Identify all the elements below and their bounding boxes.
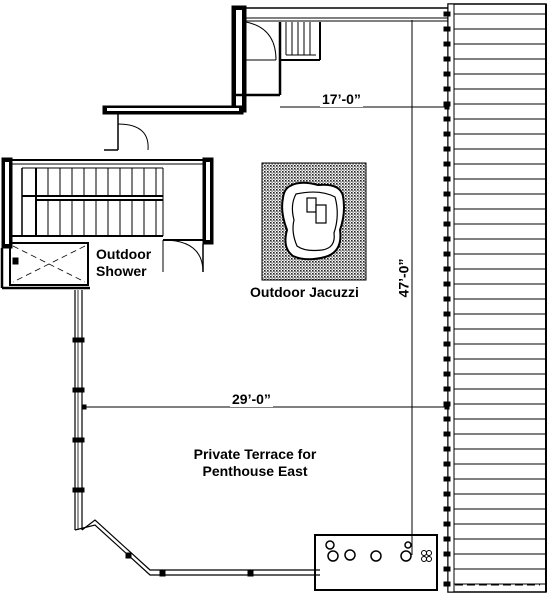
deck-post xyxy=(443,266,451,272)
right-decking xyxy=(443,3,547,593)
deck-post xyxy=(443,416,451,422)
deck-post xyxy=(443,86,451,92)
deck-post xyxy=(443,71,451,77)
dimension-label-depth: 47’-0” xyxy=(395,256,412,300)
dimension-label-top-width: 17’-0” xyxy=(320,91,363,107)
deck-post xyxy=(443,11,451,17)
deck-post xyxy=(443,296,451,302)
deck-post xyxy=(443,191,451,197)
deck-post xyxy=(443,176,451,182)
deck-post xyxy=(443,371,451,377)
deck-post xyxy=(443,56,451,62)
deck-post xyxy=(443,581,451,587)
deck-post xyxy=(443,356,451,362)
deck-post xyxy=(443,251,451,257)
deck-post xyxy=(443,26,451,32)
deck-post xyxy=(443,551,451,557)
left-stair-block xyxy=(0,157,214,290)
private-terrace-label-line2: Penthouse East xyxy=(202,463,308,479)
deck-post xyxy=(443,221,451,227)
deck-post xyxy=(443,506,451,512)
terrace-railing xyxy=(72,290,320,577)
deck-post xyxy=(443,521,451,527)
private-terrace-label-line1: Private Terrace for xyxy=(193,446,317,462)
deck-post xyxy=(443,281,451,287)
outdoor-shower-label: Outdoor Shower xyxy=(96,246,151,280)
deck-post xyxy=(443,236,451,242)
deck-post xyxy=(443,206,451,212)
outdoor-shower-label-line2: Shower xyxy=(96,263,147,279)
deck-post xyxy=(443,566,451,572)
deck-post xyxy=(443,476,451,482)
jacuzzi xyxy=(261,162,367,281)
deck-post xyxy=(443,431,451,437)
outdoor-shower-label-line1: Outdoor xyxy=(96,246,152,262)
deck-post xyxy=(443,131,451,137)
deck-post xyxy=(443,446,451,452)
dimension-lines xyxy=(81,20,450,555)
equipment-box xyxy=(314,534,438,591)
deck-post xyxy=(443,341,451,347)
deck-post xyxy=(443,161,451,167)
outdoor-jacuzzi-label: Outdoor Jacuzzi xyxy=(250,284,359,300)
deck-post xyxy=(443,311,451,317)
deck-post xyxy=(443,326,451,332)
deck-post xyxy=(443,491,451,497)
deck-post xyxy=(443,41,451,47)
deck-post xyxy=(443,146,451,152)
dimension-label-mid-width: 29’-0” xyxy=(230,391,273,407)
deck-post xyxy=(443,386,451,392)
upper-stair-structure xyxy=(102,5,448,151)
deck-post xyxy=(443,116,451,122)
deck-post xyxy=(443,461,451,467)
deck-post xyxy=(443,536,451,542)
private-terrace-label: Private Terrace for Penthouse East xyxy=(175,446,335,480)
